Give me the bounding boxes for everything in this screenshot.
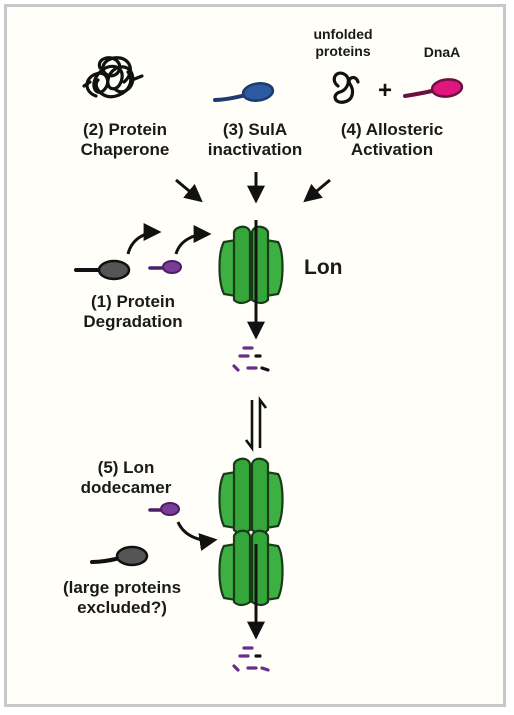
unfolded-protein-icon	[332, 71, 360, 104]
degradation-label: (1) Protein Degradation	[83, 292, 183, 332]
sula-inactivation-label: (3) SulA inactivation	[207, 120, 303, 160]
dnaa-label: DnaA	[423, 44, 461, 60]
equilibrium-arrows	[244, 396, 268, 452]
excluded-large-substrate-icon	[90, 545, 149, 567]
plus-sign: +	[378, 77, 392, 104]
dodecamer-label: (5) Lon dodecamer	[80, 458, 172, 498]
chaperone-arrow	[175, 178, 203, 203]
chaperone-label: (2) Protein Chaperone	[80, 120, 170, 160]
unfolded-proteins-label: unfolded proteins	[313, 26, 373, 59]
dodecamer-entry-arrow	[176, 521, 218, 551]
small-substrate-icon	[148, 260, 182, 274]
tangled-protein-icon	[82, 56, 144, 99]
large-substrate-icon	[74, 259, 131, 281]
dodecamer-small-substrate-icon	[148, 502, 180, 516]
peptide-fragments-lower	[232, 646, 270, 672]
excluded-label: (large proteins excluded?)	[62, 578, 182, 618]
allosteric-activation-label: (4) Allosteric Activation	[340, 120, 444, 160]
lon-dodecamer	[218, 457, 284, 607]
dnaa-protein-icon	[403, 78, 464, 98]
peptide-fragments-upper	[232, 346, 270, 372]
large-substrate-arrow	[126, 223, 162, 255]
lon-label: Lon	[304, 256, 343, 279]
allosteric-arrow	[303, 178, 331, 203]
lon-hexamer	[218, 225, 284, 305]
small-substrate-arrow	[174, 225, 212, 255]
sula-protein-icon	[213, 82, 275, 102]
